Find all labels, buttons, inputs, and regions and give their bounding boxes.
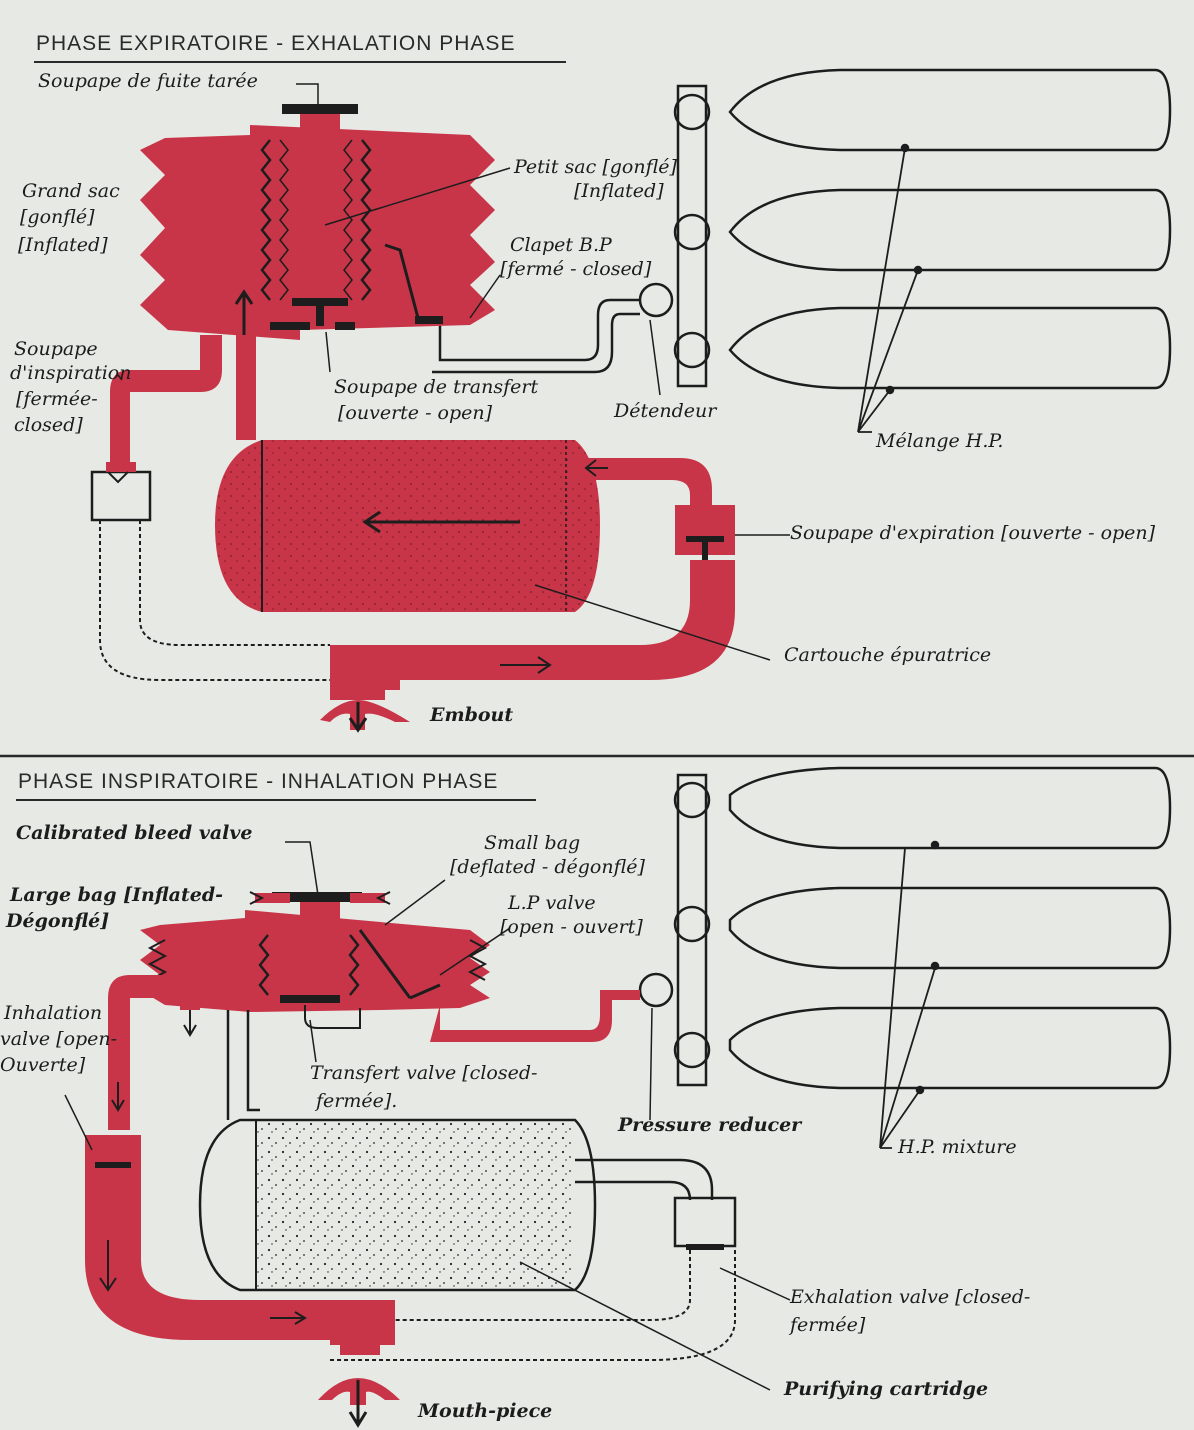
top-label-insp-valve-2: d'inspiration	[10, 362, 132, 384]
top-label-grand-sac-2: [gonflé]	[20, 206, 95, 228]
bottom-label-small-bag: Small bag	[484, 832, 581, 854]
bottom-label-large-bag: Large bag [Inflated-	[10, 884, 224, 906]
bottom-label-inh-valve-3: Ouverte]	[0, 1054, 86, 1076]
bottom-label-inh-valve-2: valve [open-	[0, 1028, 118, 1050]
top-label-grand-sac: Grand sac	[22, 180, 120, 202]
top-label-insp-valve-4: closed]	[14, 414, 83, 436]
inhalation-phase-drawing	[16, 766, 1172, 1428]
bottom-label-large-bag-2: Dégonflé]	[6, 910, 110, 932]
top-label-cartridge: Cartouche épuratrice	[784, 644, 992, 666]
top-panel-title: PHASE EXPIRATOIRE - EXHALATION PHASE	[36, 32, 516, 55]
bottom-label-lp-valve: L.P valve	[508, 892, 596, 914]
top-label-petit-sac-2: [Inflated]	[574, 180, 664, 202]
bottom-counterlung	[140, 891, 640, 1042]
top-label-transfer-2: [ouverte - open]	[338, 402, 493, 424]
bottom-label-lp-valve-2: [open - ouvert]	[500, 916, 643, 938]
exhalation-phase-drawing	[34, 61, 1172, 733]
bottom-breathing-loop	[85, 975, 737, 1428]
top-label-insp-valve-3: [fermée-	[16, 388, 98, 410]
bottom-label-transfer: Transfert valve [closed-	[310, 1062, 538, 1084]
bottom-label-reducer: Pressure reducer	[618, 1114, 802, 1136]
bottom-label-exh-valve: Exhalation valve [closed-	[790, 1286, 1031, 1308]
top-label-clapet-2: [fermé - closed]	[500, 258, 652, 280]
top-leader-lines	[117, 83, 790, 661]
bottom-label-transfer-2: fermée].	[316, 1090, 398, 1112]
bottom-label-bleed-valve: Calibrated bleed valve	[16, 822, 253, 844]
top-label-clapet: Clapet B.P	[510, 234, 612, 256]
bottom-panel-title: PHASE INSPIRATOIRE - INHALATION PHASE	[18, 770, 499, 793]
bottom-label-cartridge: Purifying cartridge	[784, 1378, 989, 1400]
top-breathing-loop	[90, 335, 735, 733]
top-label-transfer: Soupape de transfert	[334, 376, 539, 398]
bottom-label-exh-valve-2: fermée]	[790, 1314, 866, 1336]
top-label-bleed-valve: Soupape de fuite tarée	[38, 70, 258, 92]
top-label-grand-sac-3: [Inflated]	[18, 234, 108, 256]
top-label-mouthpiece: Embout	[430, 704, 514, 726]
bottom-label-mouthpiece: Mouth-piece	[418, 1400, 553, 1422]
bottom-leader-lines	[64, 841, 791, 1391]
top-counterlung	[140, 104, 495, 352]
top-label-mixture: Mélange H.P.	[876, 430, 1004, 452]
top-label-exp-valve: Soupape d'expiration [ouverte - open]	[790, 522, 1156, 544]
top-hp-cylinders	[432, 68, 1172, 433]
bottom-label-mixture: H.P. mixture	[898, 1136, 1017, 1158]
bottom-label-inh-valve: Inhalation	[4, 1002, 103, 1024]
top-label-reducer: Détendeur	[614, 400, 717, 422]
bottom-hp-cylinders	[638, 766, 1172, 1149]
top-label-petit-sac: Petit sac [gonflé]	[514, 156, 677, 178]
top-label-insp-valve: Soupape	[14, 338, 98, 360]
bottom-label-small-bag-2: [deflated - dégonflé]	[450, 856, 645, 878]
